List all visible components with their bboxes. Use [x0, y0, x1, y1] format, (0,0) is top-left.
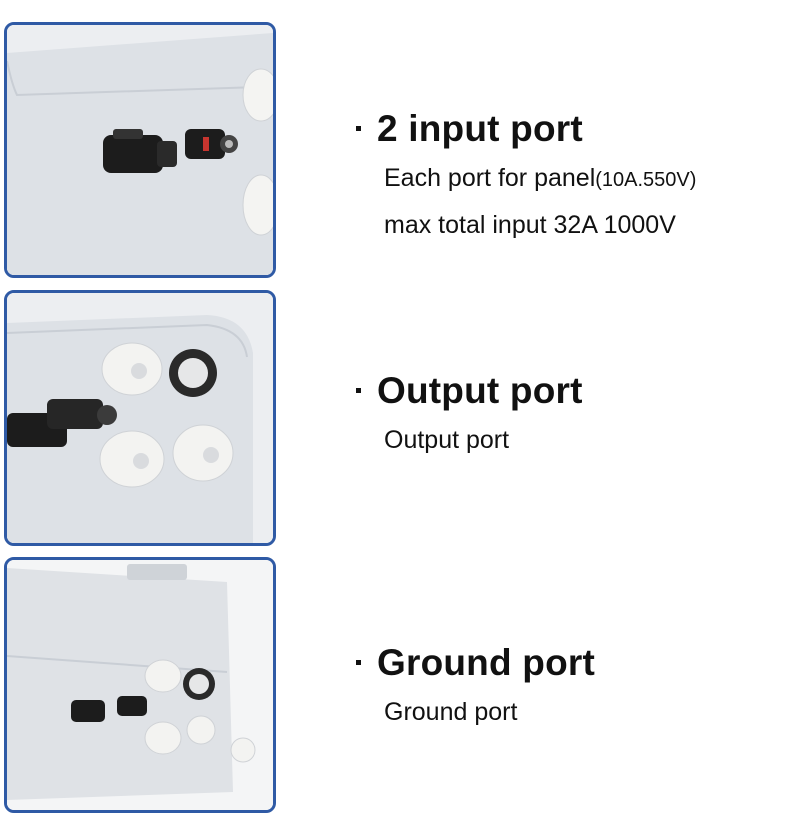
bullet-icon: [356, 126, 361, 131]
blanking-plug: [169, 349, 217, 397]
ground-port-illustration: [7, 560, 273, 810]
feature-title: Output port: [377, 370, 583, 411]
ground-port-photo: [4, 557, 276, 813]
feature-input-port: 2 input port Each port for panel(10A.550…: [356, 108, 696, 240]
feature-description: Output port: [384, 426, 510, 454]
mc4-connector-pair: [71, 696, 147, 722]
loose-gland-cap: [230, 737, 256, 763]
bullet-icon: [356, 388, 361, 393]
cable-gland: [242, 68, 273, 236]
feature-description: Ground port: [384, 698, 518, 726]
feature-title: Ground port: [377, 642, 595, 683]
output-connector: [7, 399, 117, 447]
mc4-connector-female: [103, 129, 177, 173]
input-port-illustration: [7, 25, 273, 275]
output-port-photo: [4, 290, 276, 546]
bullet-icon: [356, 660, 361, 665]
ground-plug: [183, 668, 215, 700]
feature-description-main: Each port for panel: [384, 164, 596, 192]
feature-spec: (10A.550V): [595, 169, 697, 191]
cable-gland: [144, 659, 216, 755]
feature-title-row: Output port: [356, 370, 583, 412]
output-port-illustration: [7, 293, 273, 543]
feature-title: 2 input port: [377, 108, 583, 149]
input-port-photo: [4, 22, 276, 278]
feature-title-row: 2 input port: [356, 108, 696, 150]
feature-description-2: max total input 32A 1000V: [384, 211, 676, 239]
cable-gland: [99, 342, 234, 488]
mc4-connector-male: [185, 129, 238, 159]
feature-output-port: Output port Output port: [356, 370, 583, 455]
feature-description: Each port for panel(10A.550V): [384, 164, 696, 193]
feature-ground-port: Ground port Ground port: [356, 642, 595, 727]
feature-title-row: Ground port: [356, 642, 595, 684]
